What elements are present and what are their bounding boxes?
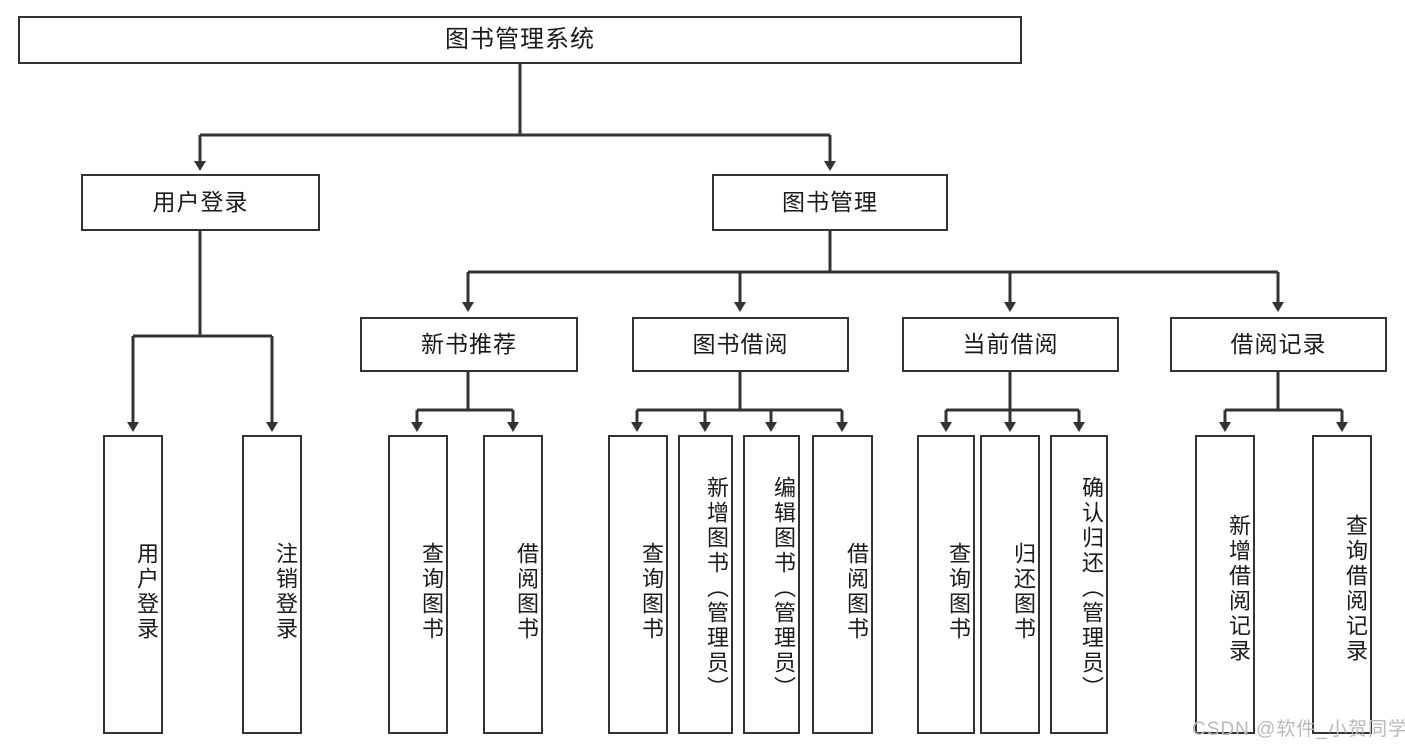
leaf-label: 借阅图书 — [514, 541, 539, 642]
leaf-label: 归还图书 — [1011, 541, 1036, 642]
leaf-query-book-2[interactable]: 查询图书 — [608, 435, 668, 734]
leaf-label: 确认归还（管理员） — [1079, 476, 1104, 701]
leaf-query-record[interactable]: 查询借阅记录 — [1312, 435, 1372, 734]
leaf-label: 新增借阅记录 — [1226, 513, 1251, 664]
node-root-book-management-system[interactable]: 图书管理系统 — [18, 16, 1022, 64]
leaf-label: 查询图书 — [946, 541, 971, 642]
watermark-text: CSDN @软件_小贺同学 — [1192, 719, 1405, 740]
node-current-borrow[interactable]: 当前借阅 — [902, 317, 1119, 372]
leaf-label: 用户登录 — [134, 541, 159, 642]
node-borrow-record[interactable]: 借阅记录 — [1170, 317, 1387, 372]
leaf-add-book[interactable]: 新增图书（管理员） — [678, 435, 733, 734]
node-book-borrow[interactable]: 图书借阅 — [632, 317, 849, 372]
leaf-logout-login[interactable]: 注销登录 — [242, 435, 302, 734]
leaf-label: 查询图书 — [639, 541, 664, 642]
node-new-book-recommend[interactable]: 新书推荐 — [360, 317, 578, 372]
leaf-add-record[interactable]: 新增借阅记录 — [1195, 435, 1255, 734]
leaf-return-book[interactable]: 归还图书 — [980, 435, 1040, 734]
node-user-login[interactable]: 用户登录 — [81, 174, 320, 231]
leaf-label: 新增图书（管理员） — [704, 476, 729, 701]
leaf-label: 查询图书 — [419, 541, 444, 642]
leaf-label: 借阅图书 — [844, 541, 869, 642]
leaf-confirm-return[interactable]: 确认归还（管理员） — [1050, 435, 1108, 734]
leaf-label: 注销登录 — [273, 541, 298, 642]
leaf-edit-book[interactable]: 编辑图书（管理员） — [743, 435, 800, 734]
leaf-query-book-3[interactable]: 查询图书 — [917, 435, 975, 734]
node-book-management[interactable]: 图书管理 — [712, 174, 948, 231]
leaf-label: 查询借阅记录 — [1343, 513, 1368, 664]
leaf-borrow-book-1[interactable]: 借阅图书 — [483, 435, 543, 734]
leaf-query-book-1[interactable]: 查询图书 — [388, 435, 448, 734]
leaf-borrow-book-2[interactable]: 借阅图书 — [812, 435, 873, 734]
leaf-user-login[interactable]: 用户登录 — [103, 435, 163, 734]
leaf-label: 编辑图书（管理员） — [771, 476, 796, 701]
